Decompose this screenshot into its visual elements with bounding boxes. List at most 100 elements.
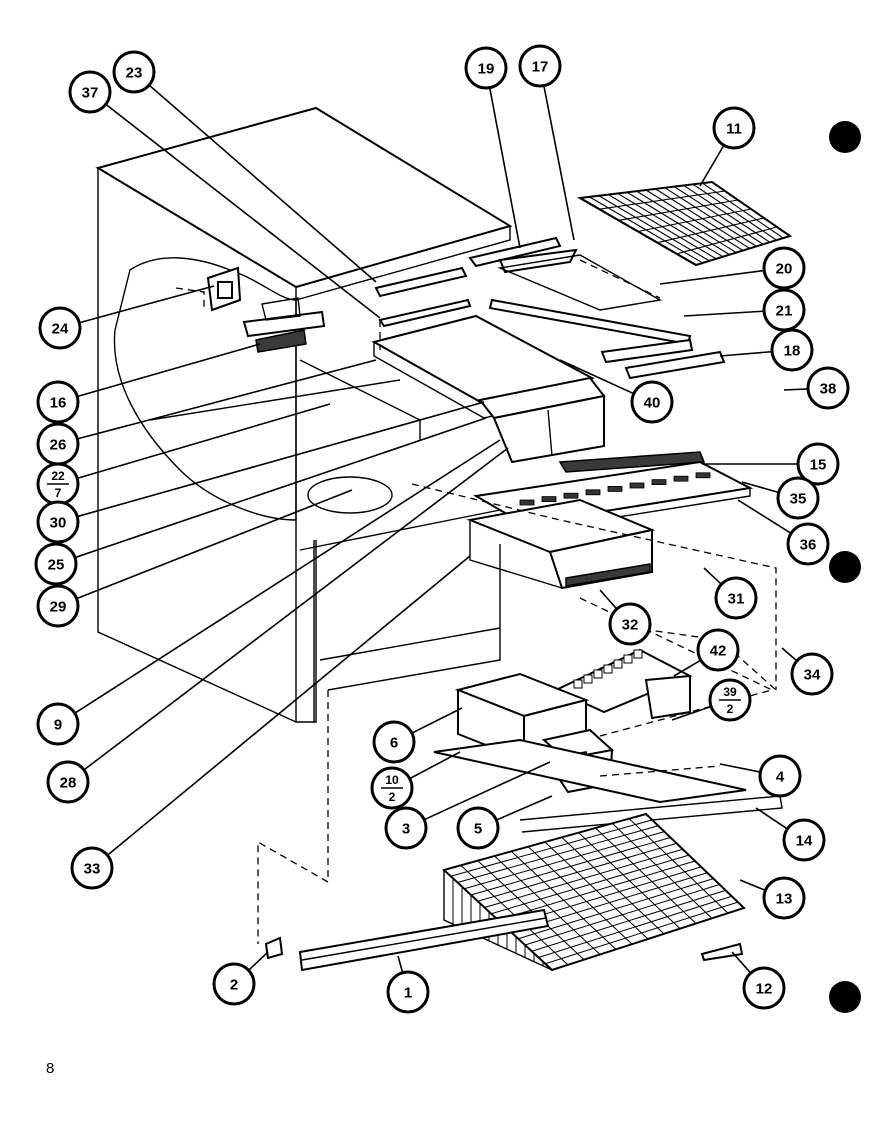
kickplate-grille: [264, 908, 744, 972]
leader-line-30: [77, 401, 485, 518]
callout-circle: [712, 106, 756, 150]
callout-circle: [758, 754, 802, 798]
leader-line-1: [397, 955, 404, 973]
callout-circle: [796, 442, 840, 486]
callout-number: 29: [50, 599, 67, 616]
callout-number: 19: [478, 61, 495, 78]
callout-circle: [46, 760, 90, 804]
leader-line-9: [74, 439, 501, 714]
callout-40: 40: [630, 380, 674, 424]
callout-number: 10: [385, 773, 399, 787]
leader-line-20: [659, 269, 765, 285]
leader-line-37: [105, 103, 381, 319]
callout-12: 12: [742, 966, 786, 1010]
callout-circle: [776, 476, 820, 520]
callout-circle: [762, 246, 806, 290]
callout-number: 18: [784, 343, 801, 360]
callout-number: 13: [776, 891, 793, 908]
callout-30: 30: [36, 500, 80, 544]
callout-33: 33: [70, 846, 114, 890]
leader-line-11: [699, 144, 725, 187]
leader-line-22: [76, 403, 331, 480]
leader-lines: [74, 84, 809, 974]
callout-number: 2: [230, 977, 238, 994]
leader-line-23: [148, 84, 377, 283]
leader-line-2: [248, 951, 269, 971]
callout-number: 24: [52, 321, 69, 338]
callout-number: 16: [50, 395, 67, 412]
page-number: 8: [46, 1060, 55, 1077]
binder-hole-top: [829, 121, 861, 153]
leader-line-31: [703, 567, 722, 585]
leader-line-21: [683, 310, 765, 317]
callout-number: 40: [644, 395, 661, 412]
leader-line-6: [411, 707, 463, 734]
callout-circle: [384, 806, 428, 850]
leader-line-39: [671, 705, 712, 721]
callout-15: 15: [796, 442, 840, 486]
callout-10-2: 102: [370, 766, 414, 810]
callout-circle: [212, 962, 256, 1006]
leader-line-36: [737, 499, 792, 535]
callout-21: 21: [762, 288, 806, 332]
callout-circle: [36, 584, 80, 628]
leader-line-34: [781, 647, 798, 662]
callout-34: 34: [790, 652, 834, 696]
leader-line-16: [77, 343, 261, 398]
control-housing: [206, 266, 326, 353]
part-callouts: 1234569102111213141516171819202122723242…: [34, 44, 850, 1014]
callout-circle: [790, 652, 834, 696]
callout-number: 14: [796, 833, 813, 850]
callout-quantity: 2: [389, 790, 396, 804]
leader-line-28: [83, 447, 509, 771]
callout-number: 20: [776, 261, 793, 278]
callout-22-7: 227: [36, 462, 80, 506]
leader-line-25: [74, 417, 487, 559]
callout-number: 33: [84, 861, 101, 878]
callout-circle: [372, 720, 416, 764]
callout-circle: [36, 380, 80, 424]
callout-number: 32: [622, 617, 639, 634]
leader-line-10: [409, 751, 461, 780]
callout-26: 26: [36, 422, 80, 466]
binder-hole-bottom: [829, 981, 861, 1013]
callout-4: 4: [758, 754, 802, 798]
callout-39-2: 392: [708, 678, 752, 722]
callout-35: 35: [776, 476, 820, 520]
callout-number: 39: [723, 685, 737, 699]
leader-line-3: [423, 761, 551, 821]
callout-number: 9: [54, 717, 62, 734]
callout-number: 28: [60, 775, 77, 792]
callout-24: 24: [38, 306, 82, 350]
callout-number: 5: [474, 821, 482, 838]
callout-circle: [456, 806, 500, 850]
callout-number: 30: [50, 515, 67, 532]
callout-2: 2: [212, 962, 256, 1006]
callout-number: 37: [82, 85, 99, 102]
callout-circle: [34, 542, 78, 586]
callout-circle: [786, 522, 830, 566]
callout-circle: [782, 818, 826, 862]
callout-23: 23: [112, 50, 156, 94]
leader-line-17: [543, 85, 575, 241]
callout-25: 25: [34, 542, 78, 586]
callout-16: 16: [36, 380, 80, 424]
callout-circle: [806, 366, 850, 410]
leader-line-26: [77, 359, 377, 440]
callout-37: 37: [68, 70, 112, 114]
callout-quantity: 2: [727, 702, 734, 716]
leader-line-40: [559, 359, 635, 395]
callout-11: 11: [712, 106, 756, 150]
callout-circle: [386, 970, 430, 1014]
callout-36: 36: [786, 522, 830, 566]
callout-number: 4: [776, 769, 785, 786]
callout-number: 23: [126, 65, 143, 82]
binder-hole-middle: [829, 551, 861, 583]
callout-number: 6: [390, 735, 398, 752]
callout-number: 35: [790, 491, 807, 508]
callout-20: 20: [762, 246, 806, 290]
callout-circle: [36, 500, 80, 544]
leader-line-19: [488, 87, 521, 249]
leader-line-4: [719, 763, 761, 773]
